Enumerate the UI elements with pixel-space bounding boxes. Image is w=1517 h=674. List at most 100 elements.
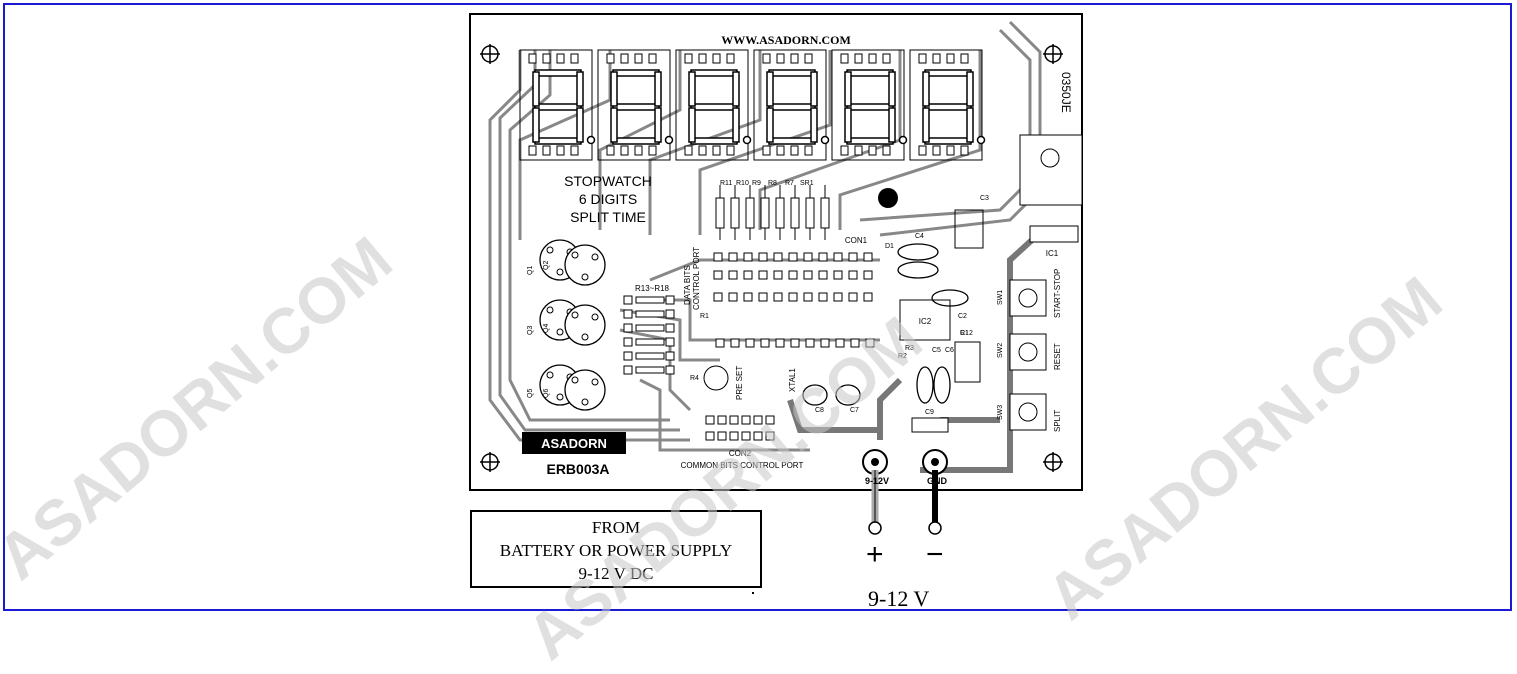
pin-pad: [729, 431, 739, 441]
pcb-diagram: WWW.ASADORN.COM STOPWATCH 6 DIGITS SPLIT…: [469, 13, 1083, 535]
pin-pad: [788, 292, 798, 302]
component-label: C6: [945, 347, 954, 354]
pin-pad: [818, 270, 828, 280]
model-label: ERB003A: [546, 461, 609, 477]
transistor-label: Q6: [543, 389, 550, 398]
pin-pad: [835, 338, 845, 348]
pin-pad: [848, 270, 858, 280]
switch-label: SW2: [997, 343, 1004, 358]
digit: [519, 49, 596, 161]
component-label: R2: [898, 353, 907, 360]
resistor: [760, 185, 770, 240]
resistor: [790, 185, 800, 240]
pin-pad: [743, 292, 753, 302]
heatsink-tab: [1019, 134, 1083, 206]
positive-terminal-symbol: +: [866, 538, 884, 571]
pin-pad: [773, 252, 783, 262]
frame-border: [3, 3, 1512, 611]
pin-pad: [790, 338, 800, 348]
pin-pad: [818, 252, 828, 262]
component-label: R12: [960, 330, 973, 337]
polarity-marker: [878, 188, 898, 208]
ic1-label: IC1: [1046, 249, 1059, 258]
board-title-line-1: STOPWATCH: [564, 173, 652, 189]
component-label: R8: [768, 180, 777, 187]
transistor-group: [539, 239, 606, 411]
preset-trimmer: [703, 365, 729, 391]
resistor: [745, 185, 755, 240]
reset-label: RESET: [1053, 343, 1062, 370]
resistor: [635, 366, 665, 374]
capacitors: [802, 243, 969, 406]
con1-label: CON1: [845, 236, 868, 245]
resistor: [775, 185, 785, 240]
c1-capacitor: [954, 341, 981, 383]
pin-pad: [741, 415, 751, 425]
pin-pad: [728, 252, 738, 262]
pin-pad: [863, 270, 873, 280]
pin-pad: [729, 415, 739, 425]
pin-pad: [758, 292, 768, 302]
component-label: C8: [815, 407, 824, 414]
pin-pad: [730, 338, 740, 348]
d1-diode: [911, 417, 949, 433]
logo-box: [522, 432, 626, 454]
logo-text: ASADORN: [541, 436, 607, 451]
board-title-line-2: 6 DIGITS: [579, 191, 637, 207]
power-in-label: 9-12V: [865, 476, 889, 486]
component-label: C1: [960, 330, 969, 337]
split-label: SPLIT: [1053, 410, 1062, 432]
power-terminals: [862, 449, 948, 535]
caption-line-2: BATTERY OR POWER SUPPLY: [499, 541, 733, 560]
heatsink-hole: [1040, 148, 1060, 168]
power-traces: [787, 237, 1035, 473]
resistor: [635, 310, 665, 318]
pin-pad: [745, 338, 755, 348]
connector-pins: [623, 252, 875, 441]
pin-pad: [788, 270, 798, 280]
mounting-holes: [480, 44, 1063, 472]
pin-pad: [715, 338, 725, 348]
resistor: [635, 352, 665, 360]
transistor-label: Q1: [527, 266, 534, 275]
pin-pad: [665, 323, 675, 333]
resistor: [635, 338, 665, 346]
transistor-label: Q3: [527, 326, 534, 335]
negative-terminal-symbol: −: [926, 538, 944, 571]
component-label: C5: [932, 347, 941, 354]
transistor-label: Q4: [543, 324, 550, 333]
caption-line-1: FROM: [591, 518, 641, 537]
pin-pad: [717, 431, 727, 441]
pin-pad: [623, 295, 633, 305]
c3-capacitor: [954, 209, 984, 249]
push-switch: [1009, 333, 1047, 371]
component-label: R4: [690, 375, 699, 382]
pin-pad: [623, 337, 633, 347]
pin-pad: [623, 323, 633, 333]
pin-pad: [665, 365, 675, 375]
pin-pad: [665, 337, 675, 347]
digit: [597, 49, 674, 161]
component-label: R10: [736, 180, 749, 187]
pin-pad: [765, 431, 775, 441]
component-label: SR1: [800, 180, 814, 187]
seven-segment-display: [519, 49, 986, 161]
resistor: [730, 185, 740, 240]
transistor: [564, 244, 606, 286]
pin-pad: [848, 252, 858, 262]
pin-pad: [818, 292, 828, 302]
push-switch: [1009, 279, 1047, 317]
caption-line-3: 9-12 V DC: [578, 564, 654, 583]
component-label: R11: [720, 180, 732, 187]
pin-pad: [753, 431, 763, 441]
resistor-group: [635, 185, 830, 374]
pin-pad: [805, 338, 815, 348]
switch-group: [703, 279, 1047, 431]
data-bits-label: DATA BITS: [683, 265, 692, 305]
pin-pad: [713, 252, 723, 262]
component-label: R7: [785, 180, 794, 187]
pin-pad: [717, 415, 727, 425]
pin-pad: [773, 270, 783, 280]
component-label: R3: [905, 345, 914, 352]
